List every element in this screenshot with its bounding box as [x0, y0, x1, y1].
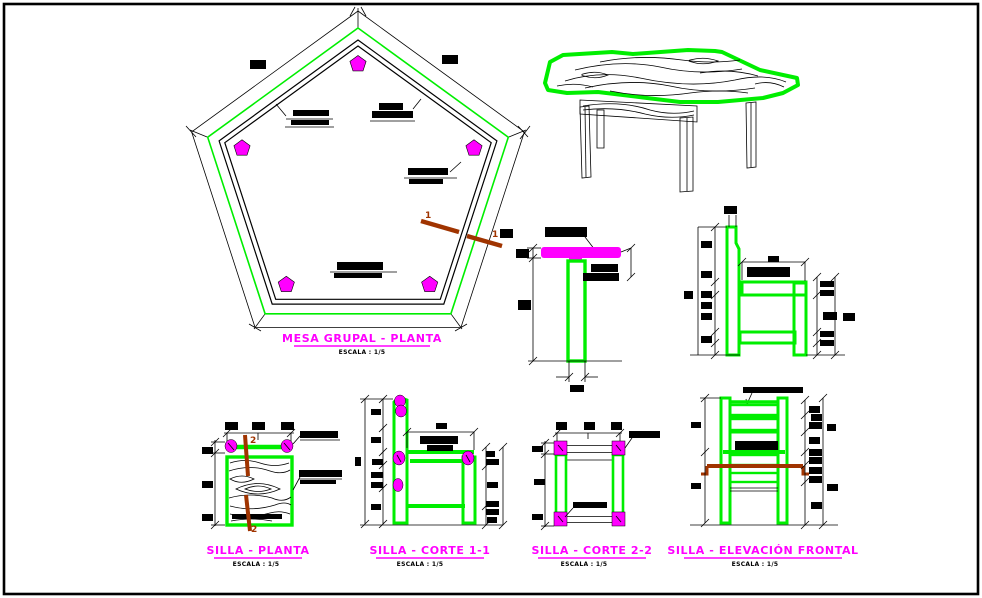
silla-elevacion-title: SILLA - ELEVACIÓN FRONTAL — [667, 544, 858, 557]
dimension-ticks — [185, 6, 531, 332]
corte22-rails — [567, 445, 613, 523]
silla-corte11-title: SILLA - CORTE 1-1 — [369, 544, 490, 557]
leg-section-outline — [566, 259, 587, 363]
corte22-inner-leader — [564, 507, 574, 518]
planta-seat — [225, 455, 294, 527]
corte22-right-leg — [611, 453, 625, 515]
seat-dimension — [737, 256, 810, 281]
detail-dimension-bars-right — [583, 243, 636, 282]
table-edge-outer — [218, 39, 498, 305]
planta-dimension-left — [202, 437, 225, 530]
table-section-marker: 1 1 — [420, 211, 503, 249]
planta-callout-bar-1 — [300, 431, 338, 438]
silla-corte22-title: SILLA - CORTE 2-2 — [531, 544, 652, 557]
post-top-marks — [724, 206, 737, 227]
elevacion-left-leg — [719, 396, 732, 525]
table-top-outline — [206, 27, 510, 315]
dimension-outline — [191, 10, 525, 329]
corte22-leader — [624, 437, 633, 449]
silla-planta-scale: ESCALA : 1/5 — [233, 561, 280, 568]
section-label-2b: 2 — [251, 525, 257, 535]
lateral-dimension-right — [806, 272, 855, 360]
corte11-chair-profile — [392, 394, 477, 525]
elevacion-section-marker — [701, 464, 809, 476]
corte22-dimension-top — [552, 422, 625, 441]
silla-corte-lateral-detail — [684, 206, 855, 360]
chair-back-post-section — [725, 225, 741, 357]
tabletop-section — [541, 247, 621, 258]
table-legs-3d — [579, 101, 757, 193]
corte22-dimension-left — [532, 438, 554, 531]
planta-dimension-top — [222, 422, 296, 442]
front-leg — [461, 455, 477, 525]
elevacion-dimension-right — [800, 393, 838, 530]
mesa-planta-scale: ESCALA : 1/5 — [339, 349, 386, 356]
elevacion-top-label-bar — [743, 387, 803, 393]
mesa-grupal-planta-drawing: 1 1 MESA GRUPAL - PLANTA ESCALA : 1/5 — [185, 6, 531, 356]
planta-callout-right — [292, 470, 342, 491]
corte11-dimension-left — [355, 394, 393, 529]
chair-front-leg-section — [792, 281, 808, 357]
corte11-dimension-right — [481, 442, 508, 530]
table-edge-inner — [224, 45, 492, 300]
lateral-dimension-left — [684, 222, 740, 360]
silla-planta-title: SILLA - PLANTA — [206, 544, 309, 557]
detail-dimension-bottom — [528, 360, 622, 392]
elevacion-seat — [723, 450, 785, 492]
silla-elevacion-frontal-drawing: SILLA - ELEVACIÓN FRONTAL ESCALA : 1/5 — [667, 387, 858, 568]
corte22-inner-bar — [573, 502, 607, 508]
chair-stretcher-section — [738, 330, 797, 345]
corte22-callout-bar — [629, 431, 660, 438]
chair-plan-section-marker: 2 2 — [243, 434, 257, 535]
section-label-1a: 1 — [425, 211, 431, 221]
elevacion-dimension-left — [691, 393, 721, 528]
elevacion-right-leg — [776, 396, 789, 525]
mesa-corte-detail — [502, 227, 636, 392]
planta-backrest — [224, 439, 294, 453]
silla-corte11-scale: ESCALA : 1/5 — [397, 561, 444, 568]
table-top-3d-outline — [543, 48, 800, 104]
silla-elevacion-scale: ESCALA : 1/5 — [732, 561, 779, 568]
corte22-joints — [553, 440, 626, 527]
elevacion-inner-bar — [735, 441, 778, 450]
mesa-planta-title: MESA GRUPAL - PLANTA — [282, 332, 442, 345]
mesa-3d-view — [543, 48, 800, 193]
table-leg-symbols — [233, 55, 483, 292]
section-label-1b: 1 — [492, 230, 498, 240]
section-label-2a: 2 — [250, 436, 256, 446]
silla-corte-1-1-drawing: SILLA - CORTE 1-1 ESCALA : 1/5 — [355, 394, 508, 568]
detail-label-bar — [545, 227, 587, 237]
corte22-left-leg — [554, 453, 568, 515]
table-top-grain — [556, 57, 787, 96]
silla-planta-drawing: 2 2 SILLA - PLANTA ESCALA : 1/5 — [202, 422, 342, 568]
silla-corte22-scale: ESCALA : 1/5 — [561, 561, 608, 568]
corte11-dimension-seat — [402, 423, 479, 451]
elevacion-backrest — [728, 400, 780, 434]
silla-corte-2-2-drawing: SILLA - CORTE 2-2 ESCALA : 1/5 — [531, 422, 660, 568]
